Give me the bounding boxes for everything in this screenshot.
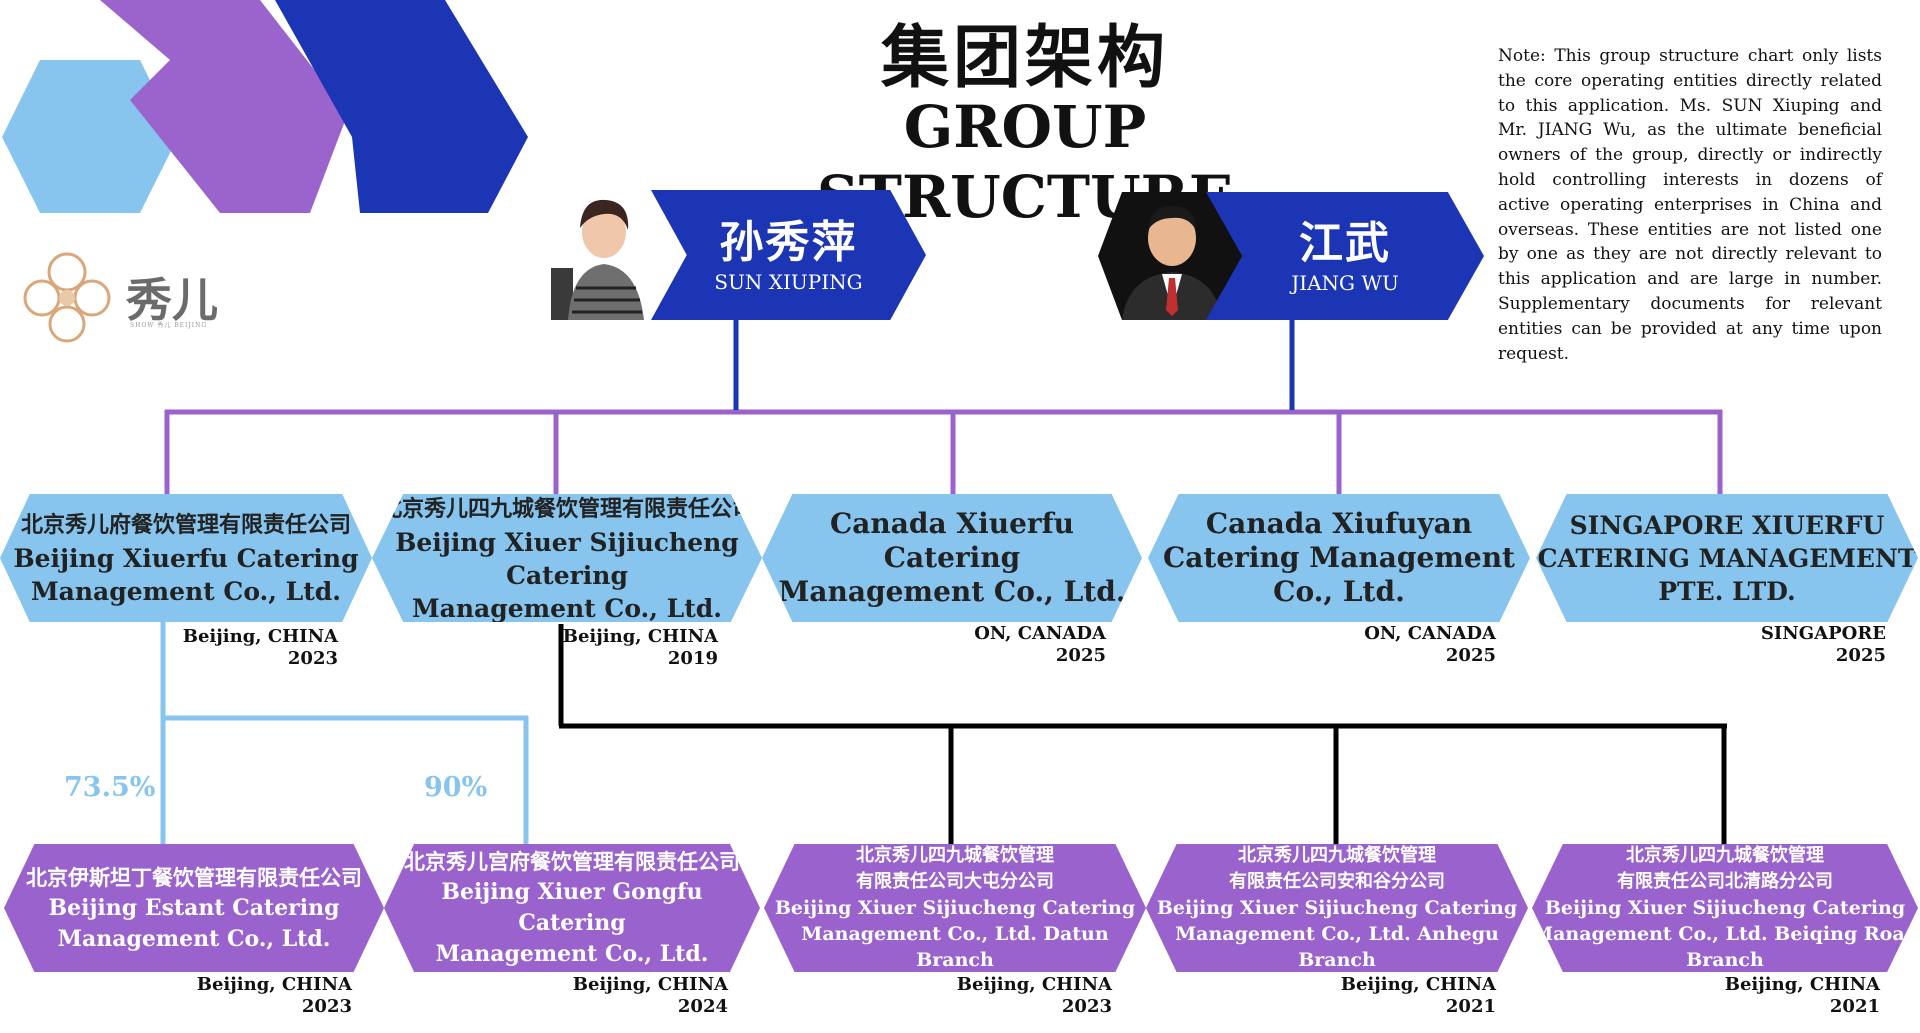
entity-location: Beijing, CHINA 2023: [932, 974, 1112, 1018]
year-text: 2024: [677, 996, 728, 1017]
entity-location: Beijing, CHINA 2024: [548, 974, 728, 1018]
entity-singapore-xiuerfu: SINGAPORE XIUERFU CATERING MANAGEMENT PT…: [1536, 494, 1918, 622]
owner-jiang-name-en: JIANG WU: [1291, 271, 1399, 295]
photo-sun-xiuping: [546, 188, 656, 320]
location-text: SINGAPORE: [1760, 623, 1886, 644]
entity-name-en: Management Co., Ltd.: [31, 577, 341, 606]
entity-name-en: SINGAPORE XIUERFU: [1569, 510, 1885, 540]
entity-location: Beijing, CHINA 2021: [1700, 974, 1880, 1018]
entity-name-en: PTE. LTD.: [1658, 576, 1796, 606]
entity-name-en: Catering Management: [1162, 541, 1515, 574]
owner-sun-box: 孙秀萍 SUN XIUPING: [651, 190, 926, 320]
entity-name-en: Management Co., Ltd.: [435, 941, 709, 967]
logo-emblem-icon: [23, 252, 111, 343]
entity-name-en: CATERING MANAGEMENT: [1537, 543, 1917, 573]
year-text: 2023: [301, 996, 352, 1017]
entity-name-zh: 北京秀儿四九城餐饮管理: [856, 845, 1054, 866]
entity-canada-xiufuyan: Canada Xiufuyan Catering Management Co.,…: [1148, 494, 1530, 622]
logo-subtext: SHOW 秀儿 BEIJING: [130, 322, 208, 329]
location-text: Beijing, CHINA: [182, 626, 338, 647]
decorative-hexagons: [2, 0, 528, 213]
logo-text: 秀儿: [126, 273, 218, 327]
entity-location: Beijing, CHINA 2023: [172, 974, 352, 1018]
entity-datun-branch: 北京秀儿四九城餐饮管理 有限责任公司大屯分公司 Beijing Xiuer Si…: [764, 844, 1146, 972]
year-text: 2025: [1055, 645, 1106, 666]
year-text: 2019: [667, 648, 718, 669]
entity-beijing-sijiucheng: 北京秀儿四九城餐饮管理有限责任公司 Beijing Xiuer Sijiuche…: [372, 494, 762, 622]
entity-anhegu-branch: 北京秀儿四九城餐饮管理 有限责任公司安和谷分公司 Beijing Xiuer S…: [1146, 844, 1528, 972]
entity-name-zh: 有限责任公司大屯分公司: [856, 871, 1054, 892]
location-text: Beijing, CHINA: [1724, 974, 1880, 995]
entity-name-en: Beijing Xiuer Sijiucheng Catering: [395, 527, 739, 590]
purple-parallelogram: [100, 0, 348, 213]
location-text: Beijing, CHINA: [562, 626, 718, 647]
entity-name-en: Beijing Xiuerfu Catering: [13, 544, 359, 573]
entity-name-en: Beijing Estant Catering: [48, 894, 340, 921]
entity-name-zh: 北京秀儿四九城餐饮管理: [1238, 845, 1436, 866]
entity-name-zh: 有限责任公司北清路分公司: [1617, 871, 1833, 892]
year-text: 2023: [1061, 996, 1112, 1017]
entity-location: SINGAPORE 2025: [1706, 623, 1886, 667]
entity-location: Beijing, CHINA 2019: [540, 626, 718, 670]
person-icon: [1098, 192, 1246, 320]
location-text: Beijing, CHINA: [956, 974, 1112, 995]
entity-beijing-gongfu: 北京秀儿宫府餐饮管理有限责任公司 Beijing Xiuer Gongfu Ca…: [384, 844, 760, 972]
year-text: 2021: [1829, 996, 1880, 1017]
entity-name-en: Beijing Xiuer Gongfu Catering: [441, 879, 703, 936]
entity-name-zh: 有限责任公司安和谷分公司: [1229, 871, 1445, 892]
entity-beiqing-road-branch: 北京秀儿四九城餐饮管理 有限责任公司北清路分公司 Beijing Xiuer S…: [1532, 844, 1918, 972]
entity-name-en: Management Co., Ltd.: [57, 925, 331, 952]
entity-location: Beijing, CHINA 2023: [160, 626, 338, 670]
title-chinese: 集团架构: [880, 18, 1169, 98]
entity-name-en: Canada Xiuerfu Catering: [829, 507, 1075, 574]
entity-name-en: Management Co., Ltd. Beiqing Road Branch: [1532, 923, 1918, 971]
navy-parallelogram: [275, 0, 528, 213]
location-text: Beijing, CHINA: [1340, 974, 1496, 995]
entity-location: Beijing, CHINA 2021: [1316, 974, 1496, 1018]
year-text: 2025: [1835, 645, 1886, 666]
owner-jiang-name-zh: 江武: [1299, 218, 1391, 269]
entity-name-zh: 北京秀儿府餐饮管理有限责任公司: [20, 512, 351, 538]
percentage-label: 90%: [424, 772, 488, 803]
owner-sun-name-en: SUN XIUPING: [714, 270, 863, 294]
entity-name-zh: 北京秀儿四九城餐饮管理: [1626, 845, 1824, 866]
entity-name-zh: 北京伊斯坦丁餐饮管理有限责任公司: [26, 864, 362, 890]
percentage-label: 73.5%: [64, 772, 156, 803]
entity-name-en: Beijing Xiuer Sijiucheng Catering: [774, 897, 1136, 919]
entity-name-en: Beijing Xiuer Sijiucheng Catering: [1156, 897, 1518, 919]
note-text: Note: This group structure chart only li…: [1498, 46, 1882, 364]
entity-name-zh: 北京秀儿四九城餐饮管理有限责任公司: [379, 495, 754, 522]
entity-name-en: Management Co., Ltd.: [412, 593, 722, 623]
year-text: 2025: [1445, 645, 1496, 666]
entity-canada-xiuerfu: Canada Xiuerfu Catering Management Co., …: [762, 494, 1142, 622]
owner-jiang-box: 江武 JIANG WU: [1206, 192, 1484, 320]
entity-name-en: Co., Ltd.: [1273, 575, 1405, 608]
entity-name-en: Canada Xiufuyan: [1205, 507, 1473, 540]
owner-sun-name-zh: 孙秀萍: [719, 217, 858, 268]
location-text: Beijing, CHINA: [572, 974, 728, 995]
logo: 秀儿 SHOW 秀儿 BEIJING: [22, 250, 222, 350]
location-text: Beijing, CHINA: [196, 974, 352, 995]
entity-location: ON, CANADA 2025: [926, 623, 1106, 667]
photo-jiang-wu: [1098, 192, 1246, 320]
entity-name-zh: 北京秀儿宫府餐饮管理有限责任公司: [404, 849, 740, 874]
year-text: 2021: [1445, 996, 1496, 1017]
entity-name-en: Beijing Xiuer Sijiucheng Catering: [1544, 897, 1906, 919]
entity-name-en: Management Co., Ltd.: [778, 575, 1126, 608]
entity-beijing-xiuerfu: 北京秀儿府餐饮管理有限责任公司 Beijing Xiuerfu Catering…: [0, 494, 372, 622]
year-text: 2023: [287, 648, 338, 669]
person-icon: [546, 188, 656, 320]
entity-beijing-estant: 北京伊斯坦丁餐饮管理有限责任公司 Beijing Estant Catering…: [4, 844, 384, 972]
location-text: ON, CANADA: [1364, 623, 1496, 644]
entity-name-en: Management Co., Ltd. Anhegu Branch: [1175, 923, 1499, 971]
location-text: ON, CANADA: [974, 623, 1106, 644]
entity-name-en: Management Co., Ltd. Datun Branch: [801, 923, 1109, 971]
entity-location: ON, CANADA 2025: [1316, 623, 1496, 667]
